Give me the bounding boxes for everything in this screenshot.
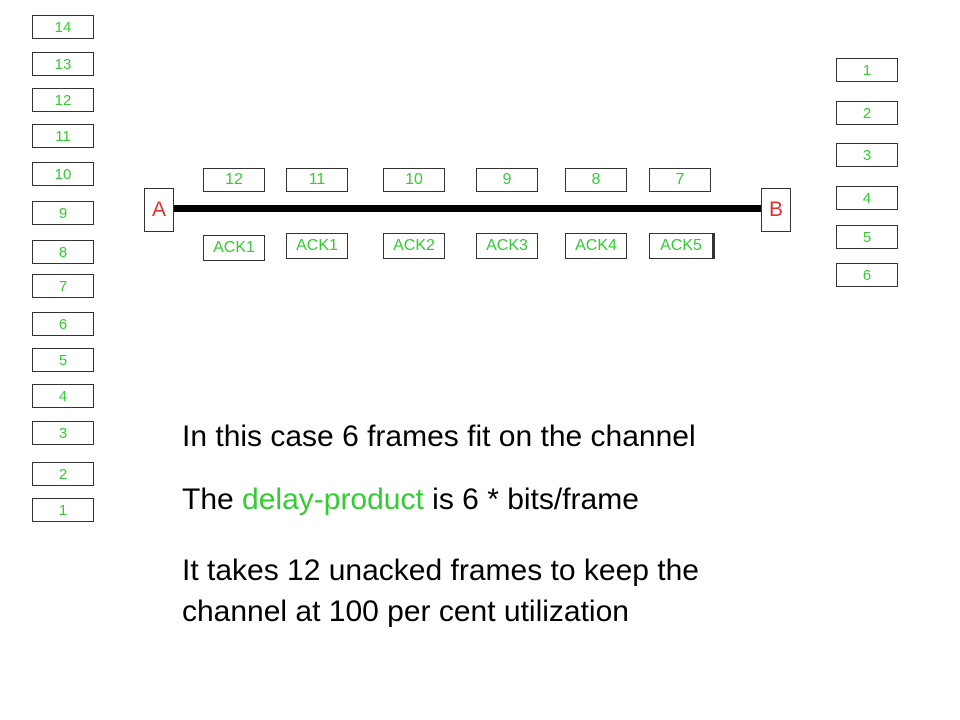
receiver-frame-3: 3 [836, 143, 898, 167]
sender-frame-4: 4 [32, 384, 94, 408]
channel-frame-9: 9 [476, 168, 538, 192]
sender-frame-5: 5 [32, 348, 94, 372]
channel-ack-4: ACK4 [565, 233, 627, 259]
receiver-frame-5: 5 [836, 225, 898, 249]
sender-frame-3: 3 [32, 421, 94, 445]
line2-prefix: The [182, 483, 234, 516]
receiver-frame-6: 6 [836, 263, 898, 287]
sender-frame-12: 12 [32, 88, 94, 112]
receiver-frame-1: 1 [836, 58, 898, 82]
sender-frame-7: 7 [32, 274, 94, 298]
delay-product-term: delay-product [242, 483, 424, 516]
channel-ack-3: ACK3 [476, 233, 538, 259]
channel-ack-1a: ACK1 [203, 235, 265, 261]
channel-frame-12: 12 [203, 168, 265, 192]
channel-frame-8: 8 [565, 168, 627, 192]
sender-frame-13: 13 [32, 52, 94, 76]
node-a: A [144, 188, 174, 232]
channel-frame-10: 10 [383, 168, 445, 192]
sender-frame-9: 9 [32, 201, 94, 225]
sender-frame-10: 10 [32, 162, 94, 186]
sender-frame-6: 6 [32, 312, 94, 336]
sender-frame-8: 8 [32, 240, 94, 264]
explanation-line-3b: channel at 100 per cent utilization [182, 595, 629, 628]
sender-frame-14: 14 [32, 15, 94, 39]
channel-ack-1b: ACK1 [286, 233, 348, 259]
node-b: B [761, 188, 791, 232]
explanation-line-1: In this case 6 frames fit on the channel [182, 420, 696, 453]
channel-ack-5: ACK5 [649, 233, 715, 259]
explanation-line-3a: It takes 12 unacked frames to keep the [182, 554, 699, 587]
line2-suffix: is 6 * bits/frame [432, 483, 639, 516]
channel-line [174, 205, 761, 212]
channel-ack-2: ACK2 [383, 233, 445, 259]
receiver-frame-4: 4 [836, 186, 898, 210]
explanation-line-2: The delay-product is 6 * bits/frame [182, 482, 639, 518]
channel-frame-11: 11 [286, 168, 348, 192]
channel-frame-7: 7 [649, 168, 711, 192]
receiver-frame-2: 2 [836, 101, 898, 125]
sender-frame-2: 2 [32, 462, 94, 486]
sender-frame-11: 11 [32, 124, 94, 148]
sender-frame-1: 1 [32, 498, 94, 522]
